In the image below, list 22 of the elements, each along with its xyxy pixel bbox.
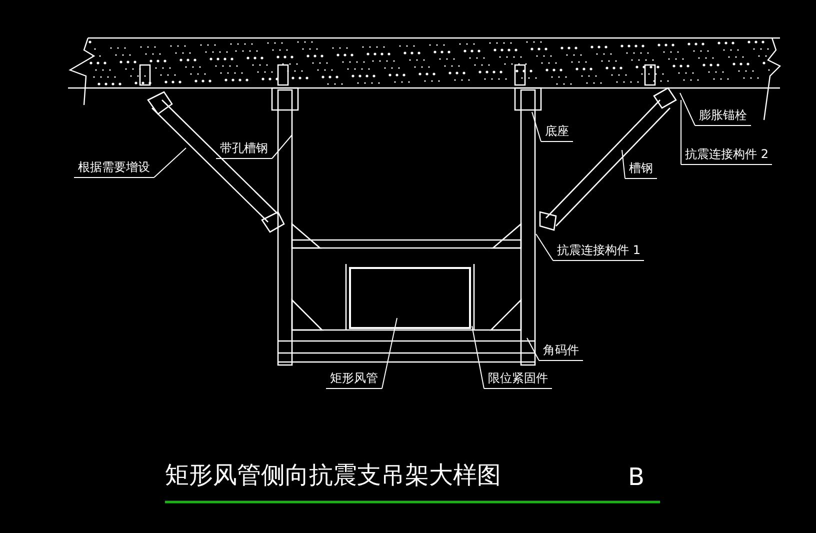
part-label: 膨胀锚栓 xyxy=(695,108,751,126)
part-label: 抗震连接构件 2 xyxy=(681,147,772,165)
drawing-title: 矩形风管侧向抗震支吊架大样图 xyxy=(165,460,501,490)
leader-line xyxy=(154,148,186,178)
part-label: 槽钢 xyxy=(625,161,657,179)
part-label: 抗震连接构件 1 xyxy=(553,243,644,261)
leader-line xyxy=(272,134,292,159)
part-label: 底座 xyxy=(541,124,573,142)
leader-line xyxy=(536,234,554,261)
part-label: 角码件 xyxy=(539,343,583,361)
view-mark: B xyxy=(628,462,644,492)
part-label: 带孔槽钢 xyxy=(216,141,272,159)
leader-line xyxy=(622,150,626,179)
part-label: 根据需要增设 xyxy=(74,160,154,178)
leader-line xyxy=(532,112,542,142)
part-label: 矩形风管 xyxy=(326,371,382,389)
leader-line xyxy=(382,318,398,389)
leader-line xyxy=(472,326,484,389)
leader-line xyxy=(526,338,540,361)
leader-line xyxy=(680,92,696,126)
leader-line xyxy=(680,100,682,165)
part-label: 限位紧固件 xyxy=(484,371,552,389)
